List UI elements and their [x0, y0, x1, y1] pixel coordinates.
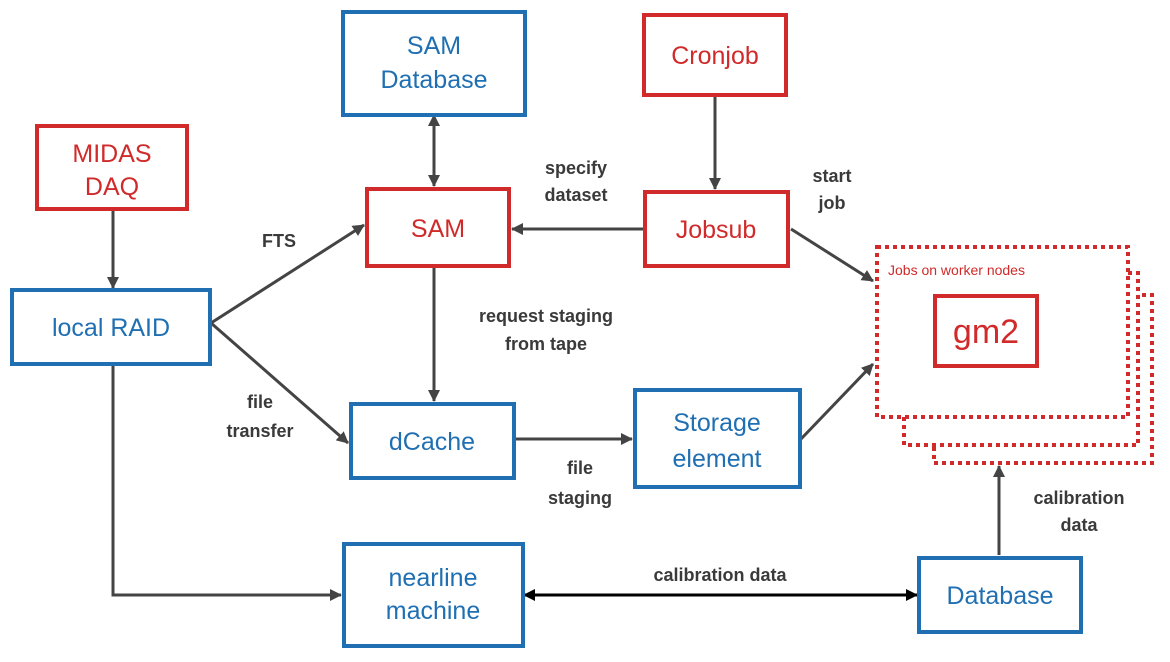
arrow-local-raid-sam: [210, 223, 365, 325]
gm2-box: [933, 294, 1039, 368]
node-dcache: dCache: [349, 402, 516, 480]
edge-label-calibration: calibration: [1033, 488, 1124, 508]
arrow-local-raid-nearline: [111, 364, 342, 601]
gm2-label: gm2: [953, 313, 1019, 351]
node-jobsub: Jobsub: [643, 190, 790, 268]
arrow-storage-workers: [799, 362, 875, 441]
jobsub-label: Jobsub: [676, 216, 757, 244]
edge-label-file-1: file: [247, 392, 273, 412]
edge-label-start: start: [812, 166, 851, 186]
nearline-machine-line2: machine: [386, 597, 481, 625]
local-raid-label: local RAID: [52, 314, 170, 342]
sam-database-line2: Database: [380, 66, 487, 94]
sam-database-line1: SAM: [407, 32, 461, 60]
node-sam-database: SAM Database: [341, 10, 527, 117]
edge-label-calibration-data-h: calibration data: [653, 565, 787, 585]
edge-label-dataset: dataset: [544, 185, 607, 205]
edge-label-specify: specify: [545, 158, 607, 178]
edge-label-transfer: transfer: [226, 421, 293, 441]
arrow-jobsub-workers: [790, 227, 874, 283]
worker-nodes-stack: Jobs on worker nodes gm2: [875, 245, 1154, 465]
edge-label-data: data: [1060, 515, 1098, 535]
edge-label-request-staging: request staging: [479, 306, 613, 326]
node-nearline-machine: nearline machine: [342, 542, 525, 648]
worker-nodes-title: Jobs on worker nodes: [888, 262, 1025, 278]
dcache-label: dCache: [389, 428, 475, 456]
midas-daq-line2: DAQ: [85, 173, 139, 201]
node-storage-element: Storage element: [633, 388, 802, 489]
node-database: Database: [917, 556, 1083, 634]
edge-label-from-tape: from tape: [505, 334, 587, 354]
storage-element-line2: element: [673, 445, 762, 473]
midas-daq-line1: MIDAS: [72, 140, 151, 168]
edge-label-job: job: [818, 193, 846, 213]
database-label: Database: [946, 582, 1053, 610]
node-sam: SAM: [365, 187, 511, 268]
edge-label-fts: FTS: [262, 231, 296, 251]
arrow-local-raid-dcache: [210, 321, 349, 445]
cronjob-label: Cronjob: [671, 42, 759, 70]
edge-label-staging: staging: [548, 488, 612, 508]
edge-label-file-2: file: [567, 458, 593, 478]
storage-element-line1: Storage: [673, 409, 761, 437]
node-cronjob: Cronjob: [642, 13, 788, 97]
nearline-machine-line1: nearline: [389, 564, 478, 592]
node-local-raid: local RAID: [10, 288, 212, 366]
sam-label: SAM: [411, 215, 465, 243]
node-midas-daq: MIDAS DAQ: [35, 124, 189, 211]
